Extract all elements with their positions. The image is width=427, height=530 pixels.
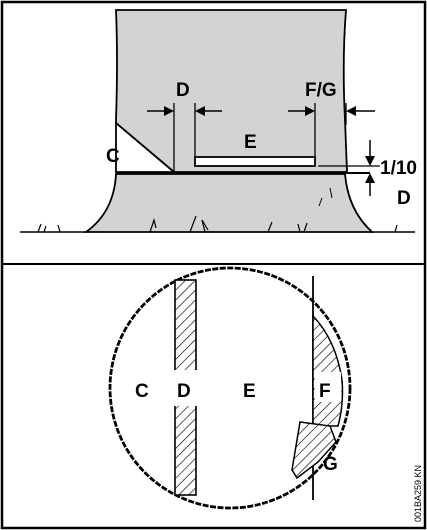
- back-cut-bar: [194, 156, 316, 167]
- label-bottom-F: F: [319, 381, 331, 402]
- label-bottom-G: G: [323, 454, 338, 475]
- label-top-FG: F/G: [305, 80, 337, 101]
- figure-code: 001BA259 KN: [413, 465, 423, 522]
- dimension-FG: [288, 103, 375, 157]
- label-top-C: C: [106, 146, 120, 167]
- grass-tufts: [37, 215, 398, 233]
- bark-marks: [318, 187, 333, 207]
- label-bottom-E: E: [243, 381, 256, 402]
- stump-cross-section: [108, 266, 352, 510]
- stump: [83, 173, 375, 233]
- hinge-label-gap: [174, 370, 197, 406]
- label-top-D: D: [176, 80, 190, 101]
- g-section: [291, 421, 337, 480]
- label-top-ratio: 1/10: [380, 158, 417, 179]
- label-top-E: E: [244, 132, 257, 153]
- label-top-D2: D: [397, 188, 411, 209]
- strap-label-gap: [315, 372, 341, 402]
- label-bottom-D: D: [177, 381, 191, 402]
- dimension-tenth: [318, 140, 380, 196]
- stump-outline: [108, 266, 352, 510]
- label-bottom-C: C: [135, 381, 149, 402]
- dimension-D: [147, 103, 222, 172]
